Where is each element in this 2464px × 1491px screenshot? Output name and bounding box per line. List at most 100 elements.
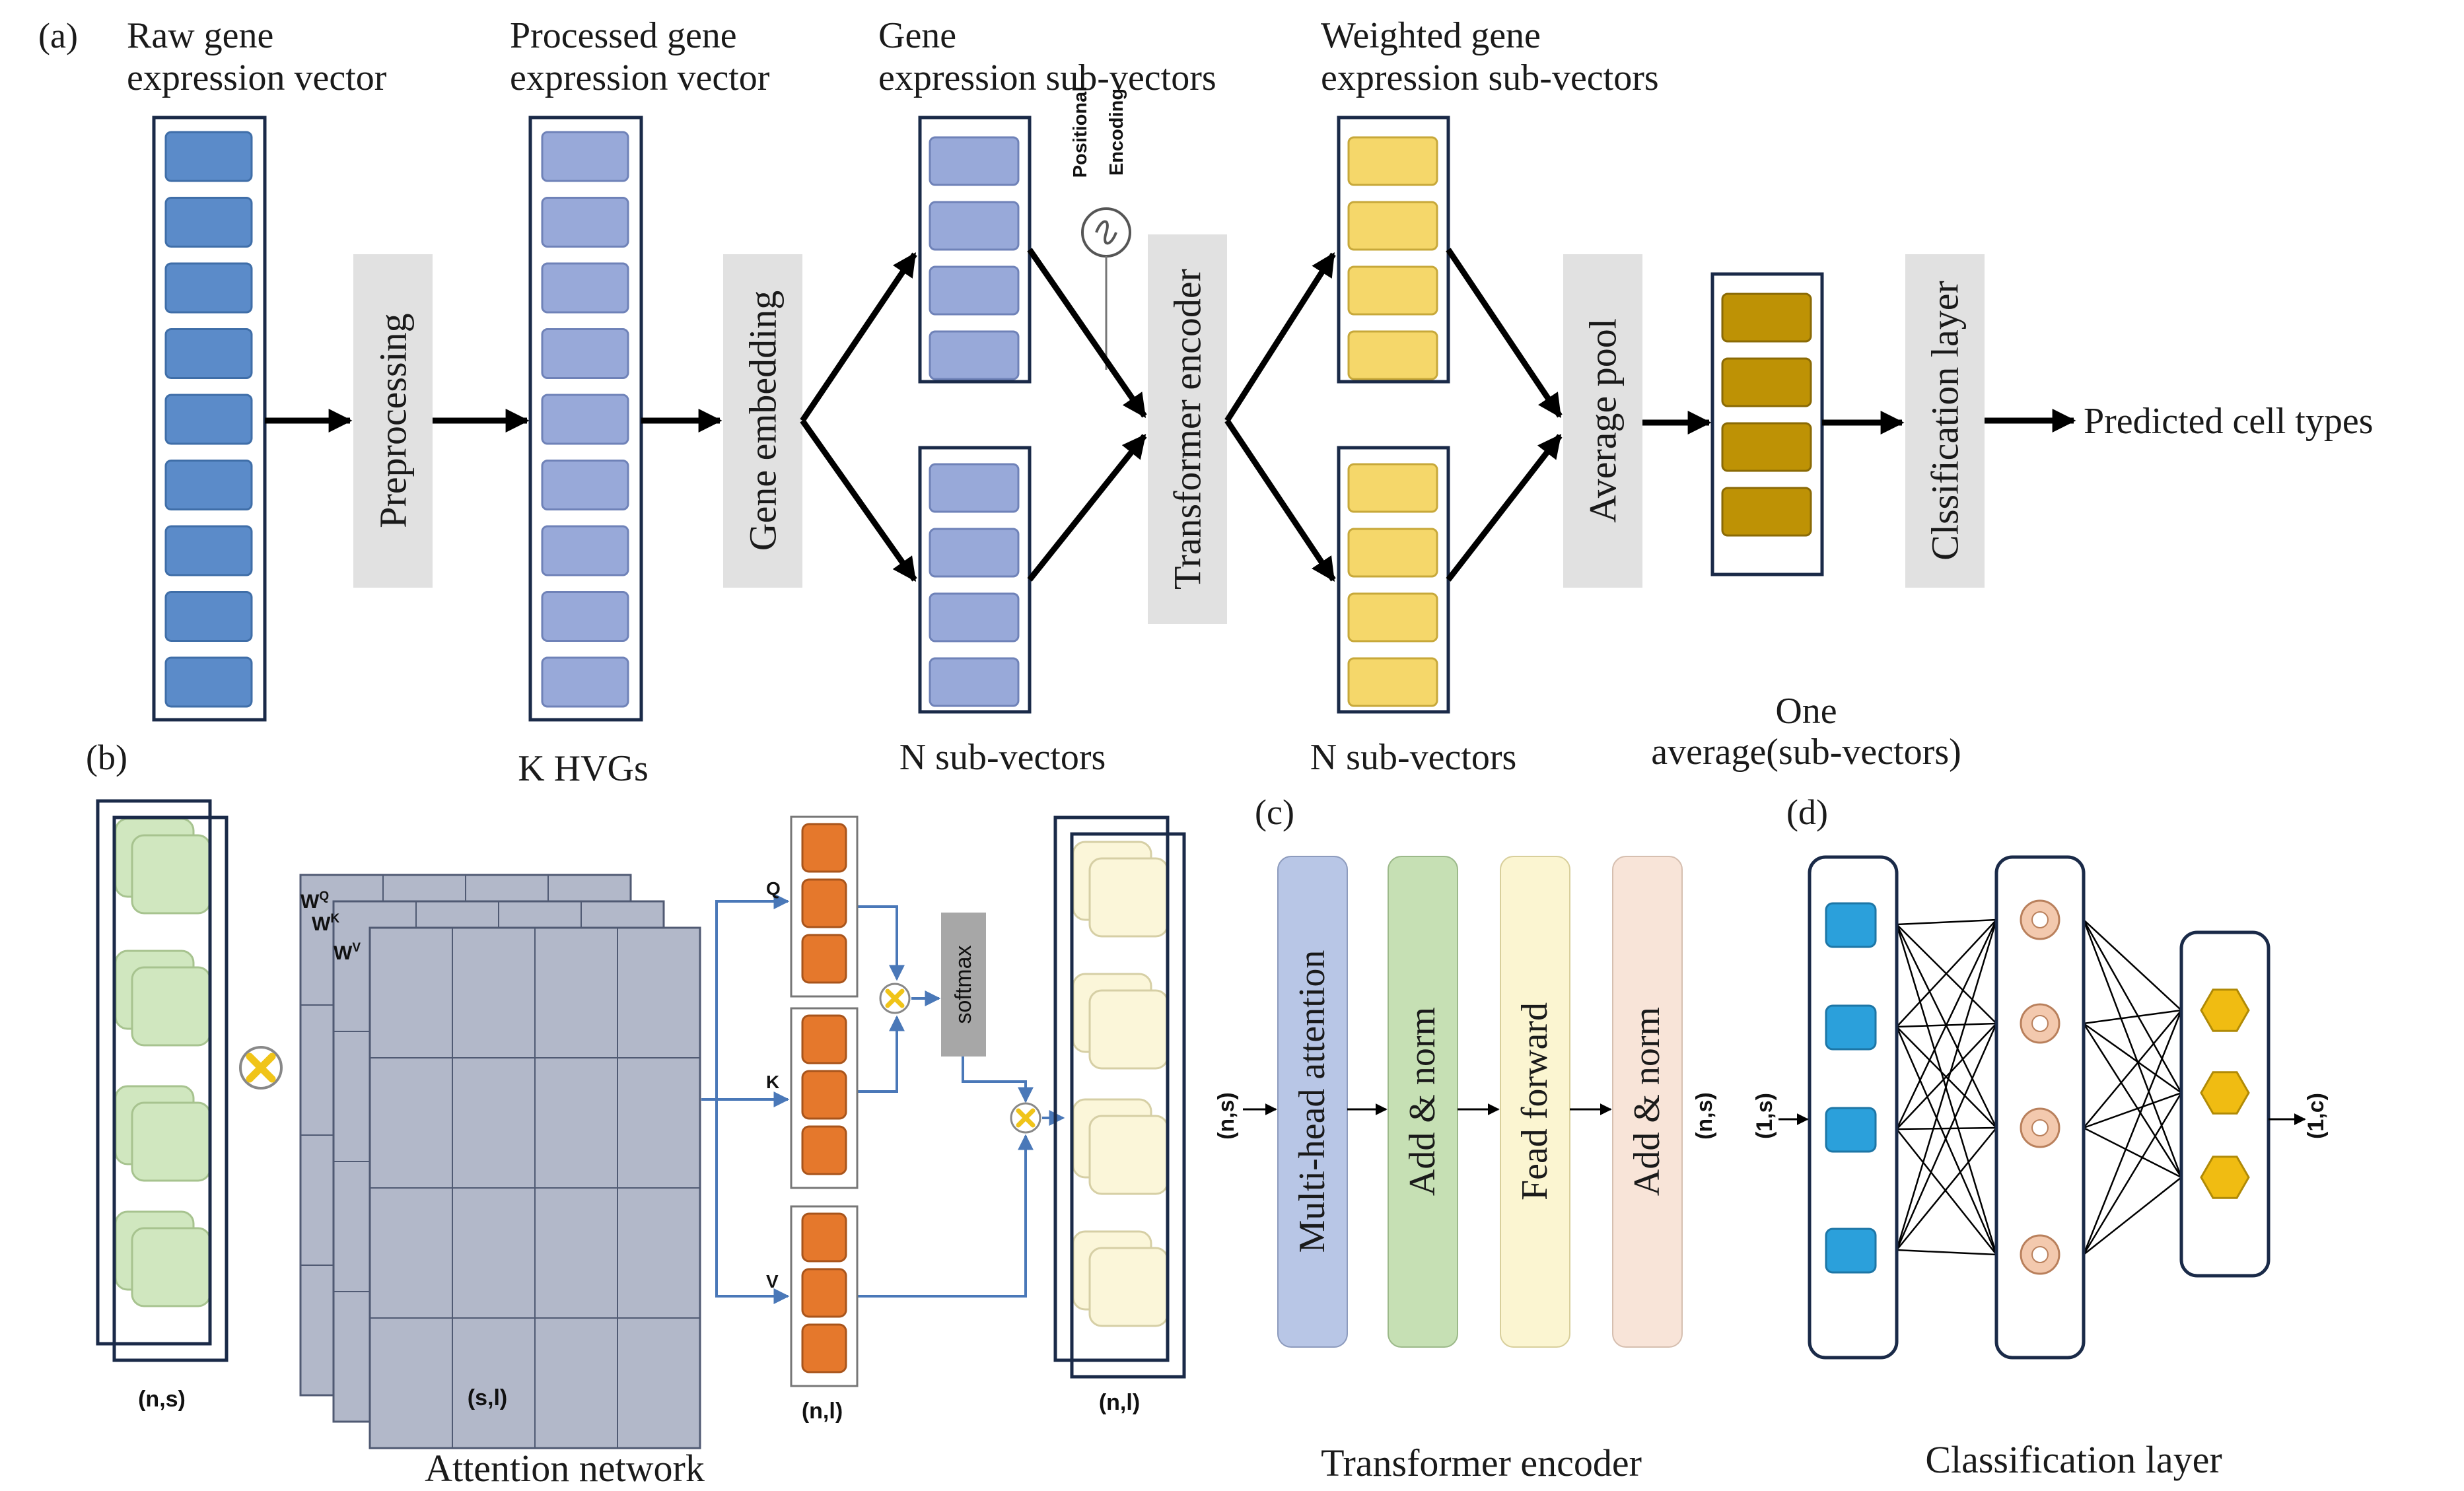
preprocessing-label: Preprocessing — [372, 313, 415, 528]
one-average-label-line1: One — [1775, 691, 1837, 732]
k-vector-cell — [801, 1014, 847, 1064]
feed-forward-label: Fead forward — [1514, 1002, 1555, 1200]
sub-vector-cell — [929, 201, 1020, 251]
v-label: V — [766, 1271, 779, 1292]
k-hvgs-label: K HVGs — [518, 748, 649, 789]
sub-vector-cell — [929, 136, 1020, 186]
output-node — [2200, 988, 2250, 1032]
positional-encoding: Positional Encoding — [1070, 87, 1131, 370]
weighted-vector-cell — [1347, 528, 1438, 578]
output-node — [2200, 1071, 2250, 1115]
weighted-sub-vector-top — [1337, 116, 1450, 384]
input-matrix-cell — [131, 1227, 211, 1307]
processed-vector-cell — [541, 394, 629, 445]
raw-vector-title-line2: expression vector — [127, 57, 387, 98]
weighted-vector-cell — [1347, 201, 1438, 251]
multiply-qk-cross — [885, 988, 905, 1008]
panel-a-arrows — [265, 248, 2076, 582]
processed-vector-cell — [541, 460, 629, 510]
network-edge — [2083, 1177, 2182, 1255]
panel-b: (b) (n,s) WQ WK WV (s,l) Attention netwo… — [86, 738, 1186, 1490]
processed-expression-vector — [528, 116, 643, 722]
pooled-vector-cell — [1721, 422, 1812, 472]
attention-network-caption: Attention network — [425, 1447, 705, 1490]
input-matrix-cell — [131, 834, 211, 915]
processed-vector-cell — [541, 656, 629, 708]
panel-c: (c) Multi-head attention Add & norm Fead… — [1214, 792, 1717, 1484]
processed-vector-cell — [541, 262, 629, 314]
weighted-vector-cell — [1347, 330, 1438, 380]
network-edge — [2082, 1092, 2183, 1255]
panel-d-label: (d) — [1786, 792, 1828, 832]
arrow-bottom-sub-to-transformer — [1027, 434, 1147, 582]
q-vector — [790, 815, 859, 998]
dim-nl-label-2: (n,l) — [1099, 1390, 1140, 1415]
wk-label: WK — [312, 912, 339, 935]
classification-layer-caption: Classification layer — [1925, 1438, 2222, 1481]
k-vector-cells — [801, 1014, 847, 1175]
hidden-layer-frame — [1994, 855, 2086, 1360]
pooled-vector-cells — [1721, 293, 1812, 537]
hidden-node-core — [2031, 1015, 2049, 1032]
raw-vector-cell — [164, 197, 253, 248]
add-norm-rect-1 — [1388, 856, 1458, 1348]
v-vector-cell — [801, 1212, 847, 1263]
add-norm-label-2: Add & norm — [1627, 1007, 1668, 1196]
network-edge — [2082, 1010, 2183, 1255]
network-edge — [2083, 1009, 2182, 1025]
hidden-node-core — [2031, 1246, 2049, 1263]
connector-q-to-mult — [857, 905, 905, 981]
add-norm-block-2: Add & norm — [1612, 856, 1683, 1348]
weighted-top-cells — [1347, 136, 1438, 380]
q-vector-cell — [801, 934, 847, 984]
q-vector-cell — [801, 823, 847, 873]
input-node — [1825, 1107, 1877, 1153]
input-matrix — [96, 799, 229, 1362]
network-edge — [2083, 1092, 2182, 1129]
softmax-label: softmax — [951, 945, 976, 1023]
processed-vector-cell — [541, 131, 629, 182]
add-norm-rect-2 — [1612, 856, 1683, 1348]
average-pool-rect — [1563, 254, 1642, 588]
raw-vector-cell — [164, 131, 253, 182]
predicted-cell-types-label: Predicted cell types — [2084, 401, 2374, 442]
panel-a: (a) Raw gene expression vector Processed… — [38, 15, 2374, 789]
sub-vector-cell — [929, 657, 1020, 707]
panel-d: (d) (1,s) (1,c) Classification layer — [1752, 792, 2329, 1481]
processed-vector-cell — [541, 525, 629, 576]
input-matrix-cells — [114, 817, 211, 1307]
attention-output-matrix — [1053, 815, 1186, 1379]
sub-vector-bottom-cells — [929, 463, 1020, 707]
network-edge — [2082, 919, 2183, 1093]
network-edge — [1896, 1249, 1997, 1256]
input-node — [1825, 902, 1877, 948]
gene-embedding-label: Gene embedding — [742, 291, 785, 551]
feed-forward-rect — [1500, 856, 1570, 1348]
processed-vector-cell — [541, 591, 629, 642]
sub-vector-top — [918, 116, 1032, 384]
processed-vector-cell — [541, 197, 629, 248]
n-sub-vectors-label-2: N sub-vectors — [1310, 737, 1517, 778]
input-matrix-cell — [131, 966, 211, 1047]
positional-encoding-label-line1: Positional — [1070, 87, 1091, 178]
hidden-node-core — [2031, 1119, 2049, 1136]
network-edge — [1896, 1023, 1997, 1130]
mha-block: Multi-head attention — [1277, 856, 1348, 1348]
weighted-sub-vectors-title-line1: Weighted gene — [1321, 15, 1541, 56]
raw-vector-cell — [164, 262, 253, 314]
input-matrix-frame-back — [96, 799, 212, 1346]
encoder-input-dim: (n,s) — [1214, 1092, 1239, 1140]
k-vector-cell — [801, 1070, 847, 1120]
network-edge — [1896, 1128, 1997, 1255]
network-edge — [1895, 1023, 1998, 1251]
weighted-sub-vectors-title-line2: expression sub-vectors — [1321, 57, 1659, 98]
dim-nl-label-1: (n,l) — [802, 1399, 843, 1424]
attention-output-frame-back — [1053, 815, 1170, 1362]
attention-output-cell — [1088, 1247, 1169, 1327]
average-pool-box: Average pool — [1563, 254, 1642, 588]
raw-vector-cell — [164, 656, 253, 708]
dim-ns-label: (n,s) — [138, 1387, 186, 1412]
multiply-cross — [246, 1053, 276, 1083]
arrow-weighted-bottom-to-pool — [1446, 434, 1563, 582]
k-label: K — [766, 1072, 779, 1092]
